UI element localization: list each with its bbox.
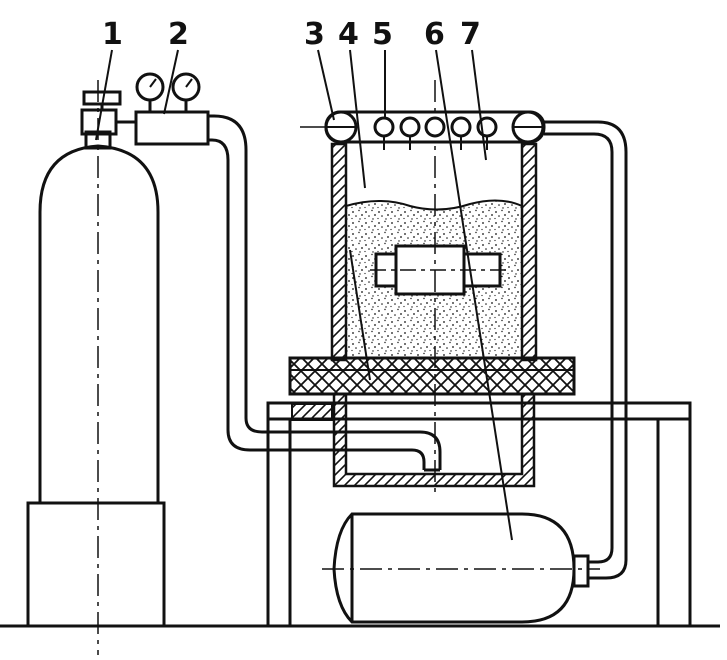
label-4: 4 — [338, 17, 359, 52]
vessel-left-wall — [330, 142, 348, 362]
supply-pipe-inner — [208, 138, 426, 470]
label-2: 2 — [168, 17, 189, 52]
support-table — [266, 401, 692, 626]
gauge-icon — [171, 72, 201, 102]
leader-6 — [435, 49, 513, 541]
regulator-body — [134, 110, 210, 146]
label-6: 6 — [424, 17, 445, 52]
lower-chamber — [332, 392, 536, 488]
pressure-regulator — [134, 72, 210, 146]
return-pipe-inner — [544, 132, 614, 564]
leader-3 — [317, 49, 335, 121]
table-top — [266, 401, 692, 421]
leader-7 — [471, 49, 487, 161]
leader-4b — [349, 249, 371, 381]
label-5: 5 — [372, 17, 393, 52]
valve-port — [424, 116, 446, 138]
cylinder-body — [38, 144, 160, 505]
gauge-icon — [135, 72, 165, 102]
header-bar — [300, 110, 546, 150]
leader-2 — [163, 49, 179, 115]
reaction-vessel — [288, 80, 576, 496]
part-labels: 1 2 3 4 5 6 7 — [102, 17, 481, 52]
leader-1 — [95, 49, 113, 141]
cylinder-base — [26, 501, 166, 628]
label-7: 7 — [460, 17, 481, 52]
inlet-block — [291, 403, 333, 421]
distributor-plate — [288, 356, 576, 396]
return-pipe-outer — [544, 120, 628, 580]
leader-lines — [95, 49, 513, 541]
vessel-right-wall — [520, 142, 538, 362]
tank-body — [332, 512, 576, 624]
tank-nozzle — [572, 554, 590, 588]
gas-cylinder — [26, 80, 166, 655]
storage-tank — [322, 512, 600, 624]
leader-4 — [349, 49, 366, 189]
label-3: 3 — [304, 17, 325, 52]
label-1: 1 — [102, 17, 123, 52]
